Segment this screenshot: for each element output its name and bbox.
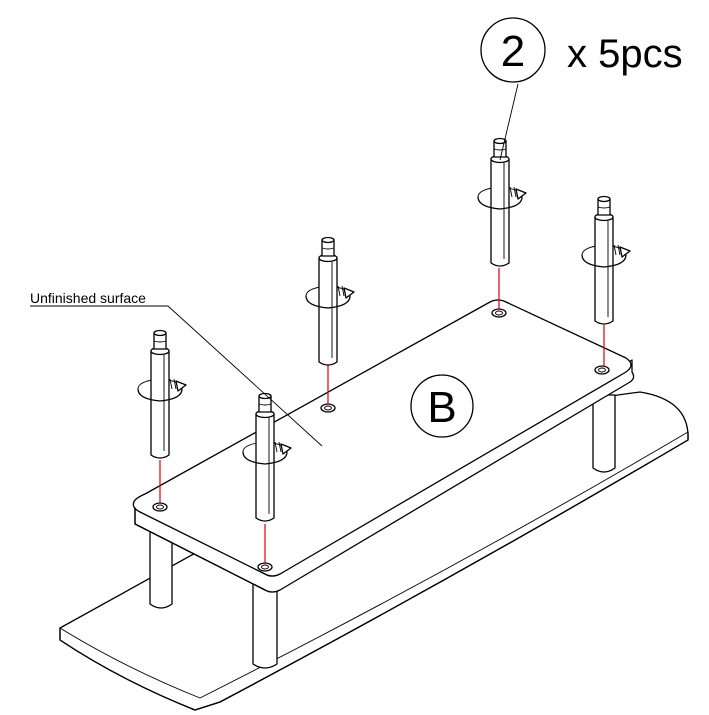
svg-text:B: B [427, 383, 456, 432]
dowel-bolt [477, 137, 527, 267]
surface-note-text: Unfinished surface [30, 290, 146, 306]
surface-note-leader [167, 305, 323, 447]
callout-quantity: x 5pcs [567, 32, 683, 76]
callout-part-number: 2 [501, 27, 525, 76]
dowel-bolt [137, 329, 187, 459]
panel-label-b: B [410, 374, 474, 438]
callout-leader-line [499, 83, 519, 161]
part-callout: 2 x 5pcs [480, 17, 683, 161]
dowel-bolt [581, 195, 631, 325]
surface-annotation: Unfinished surface [30, 290, 323, 447]
insertion-guides [159, 268, 605, 563]
dowel-bolt [305, 236, 355, 366]
